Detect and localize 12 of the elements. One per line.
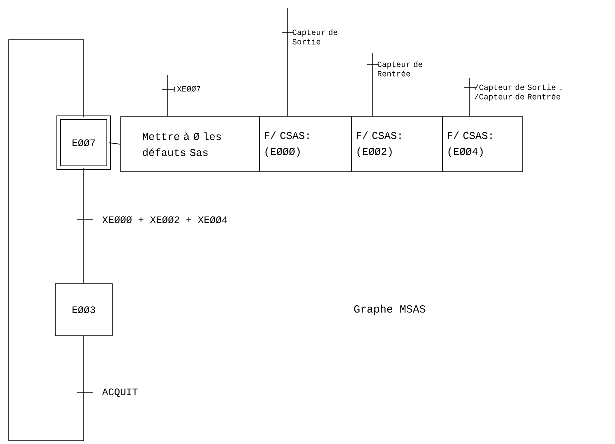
graph-title: Graphe MSAS bbox=[354, 304, 426, 316]
action-box: Mettre à Ø les défauts Sas bbox=[120, 116, 260, 172]
action-box: F/ CSAS: (EØØ4) bbox=[442, 116, 524, 172]
step-box: EØØ3 bbox=[55, 284, 113, 336]
transition-label: XEØØØ + XEØØ2 + XEØØ4 bbox=[102, 216, 228, 224]
action-box: F/ CSAS: (EØØ2) bbox=[352, 116, 444, 172]
condition-line bbox=[372, 52, 374, 117]
action-box: F/ CSAS: (EØØØ) bbox=[260, 116, 352, 172]
loop-line bbox=[8, 40, 84, 442]
action-link bbox=[109, 142, 121, 145]
initial-step-box: EØØ7 bbox=[56, 116, 112, 170]
transition-label: ACQUIT bbox=[102, 388, 138, 398]
